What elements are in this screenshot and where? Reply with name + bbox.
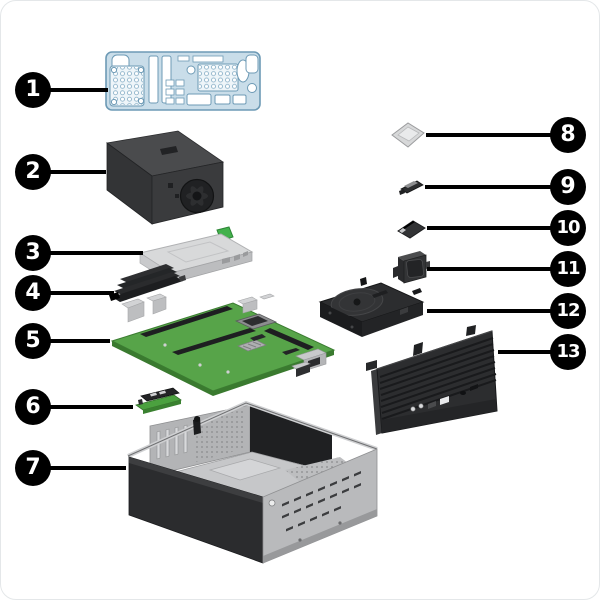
- dimm-slot: [140, 306, 233, 337]
- callout-number-4: 4: [15, 275, 51, 311]
- callout-number-12: 12: [550, 293, 586, 329]
- chassis-illustration: [127, 400, 378, 564]
- leader-line-4: [50, 291, 114, 295]
- callout-number-13: 13: [550, 334, 586, 370]
- leader-line-12: [427, 309, 551, 313]
- power-supply-illustration: [106, 130, 225, 225]
- leader-line-2: [50, 170, 106, 174]
- callout-number-8: 8: [550, 117, 586, 153]
- leader-line-11: [427, 267, 551, 271]
- rear-port-cluster: [291, 348, 327, 377]
- leader-line-13: [498, 350, 551, 354]
- memory-heat-sink-illustration: [109, 264, 186, 302]
- leader-line-8: [426, 133, 551, 137]
- system-board-illustration: [110, 293, 336, 396]
- pcie-slot: [172, 328, 256, 355]
- hard-drive-illustration: [318, 277, 425, 337]
- speaker-illustration: [393, 251, 430, 284]
- cpu-socket: [234, 313, 278, 330]
- leader-line-3: [50, 251, 143, 255]
- leader-line-9: [425, 185, 551, 189]
- processor-illustration: [391, 122, 425, 148]
- callout-number-3: 3: [15, 235, 51, 271]
- callout-number-5: 5: [15, 323, 51, 359]
- chassis-front-vents: [282, 471, 361, 532]
- wireless-module-illustration: [397, 220, 426, 239]
- callout-number-9: 9: [550, 169, 586, 205]
- front-bezel-illustration: [366, 325, 498, 435]
- sensor-bracket-illustration: [399, 180, 424, 195]
- hdd-platter: [330, 288, 384, 316]
- bezel-front-ports: [410, 384, 478, 412]
- callout-number-1: 1: [15, 72, 51, 108]
- leader-line-10: [427, 226, 551, 230]
- leader-line-6: [50, 405, 133, 409]
- leader-line-5: [50, 339, 110, 343]
- psu-fan: [179, 178, 215, 214]
- rear-io-panel-illustration: [105, 51, 261, 111]
- card-reader-board-illustration: [135, 387, 182, 414]
- callout-number-2: 2: [15, 154, 51, 190]
- leader-line-1: [50, 88, 108, 92]
- leader-line-7: [50, 466, 126, 470]
- board-heatsink: [237, 339, 267, 352]
- callout-number-7: 7: [15, 450, 51, 486]
- callout-number-11: 11: [550, 251, 586, 287]
- callout-number-6: 6: [15, 389, 51, 425]
- callout-number-10: 10: [550, 210, 586, 246]
